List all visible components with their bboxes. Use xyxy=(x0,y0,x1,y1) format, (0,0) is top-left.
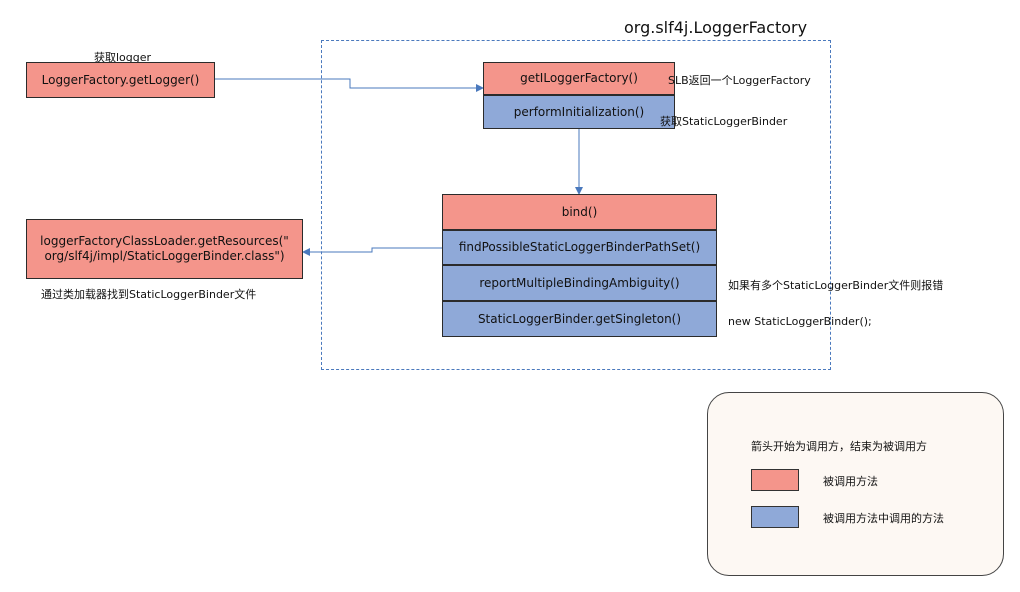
perform-init-note: 获取StaticLoggerBinder xyxy=(660,115,788,128)
legend-title: 箭头开始为调用方，结束为被调用方 xyxy=(751,440,927,453)
logger-factory-frame xyxy=(321,40,831,370)
legend-label-called: 被调用方法 xyxy=(823,475,878,488)
get-resources-box: loggerFactoryClassLoader.getResources(" … xyxy=(26,219,303,279)
perform-initialization-box: performInitialization() xyxy=(483,95,675,129)
get-resources-line2: org/slf4j/impl/StaticLoggerBinder.class"… xyxy=(44,249,285,263)
get-factory-note: SLB返回一个LoggerFactory xyxy=(668,74,811,87)
arrow-findpaths-to-getresources xyxy=(302,247,442,256)
getlogger-box: LoggerFactory.getLogger() xyxy=(26,62,215,98)
get-resources-note: 通过类加载器找到StaticLoggerBinder文件 xyxy=(41,288,257,301)
frame-title: org.slf4j.LoggerFactory xyxy=(624,18,808,37)
legend-label-inner: 被调用方法中调用的方法 xyxy=(823,512,944,525)
arrow-getlogger-to-getfactory xyxy=(215,78,484,92)
report-multiple-note: 如果有多个StaticLoggerBinder文件则报错 xyxy=(728,279,944,292)
caller-label: 获取logger xyxy=(94,51,152,64)
legend-swatch-called xyxy=(751,469,799,491)
get-resources-line1: loggerFactoryClassLoader.getResources(" xyxy=(40,234,289,248)
getilogger-factory-box: getILoggerFactory() xyxy=(483,62,675,95)
get-singleton-note: new StaticLoggerBinder(); xyxy=(728,315,872,328)
report-multiple-box: reportMultipleBindingAmbiguity() xyxy=(442,265,717,301)
bind-box: bind() xyxy=(442,194,717,230)
find-paths-box: findPossibleStaticLoggerBinderPathSet() xyxy=(442,230,717,265)
legend-panel: 箭头开始为调用方，结束为被调用方 被调用方法 被调用方法中调用的方法 xyxy=(707,392,1004,576)
get-singleton-box: StaticLoggerBinder.getSingleton() xyxy=(442,301,717,337)
legend-swatch-inner xyxy=(751,506,799,528)
